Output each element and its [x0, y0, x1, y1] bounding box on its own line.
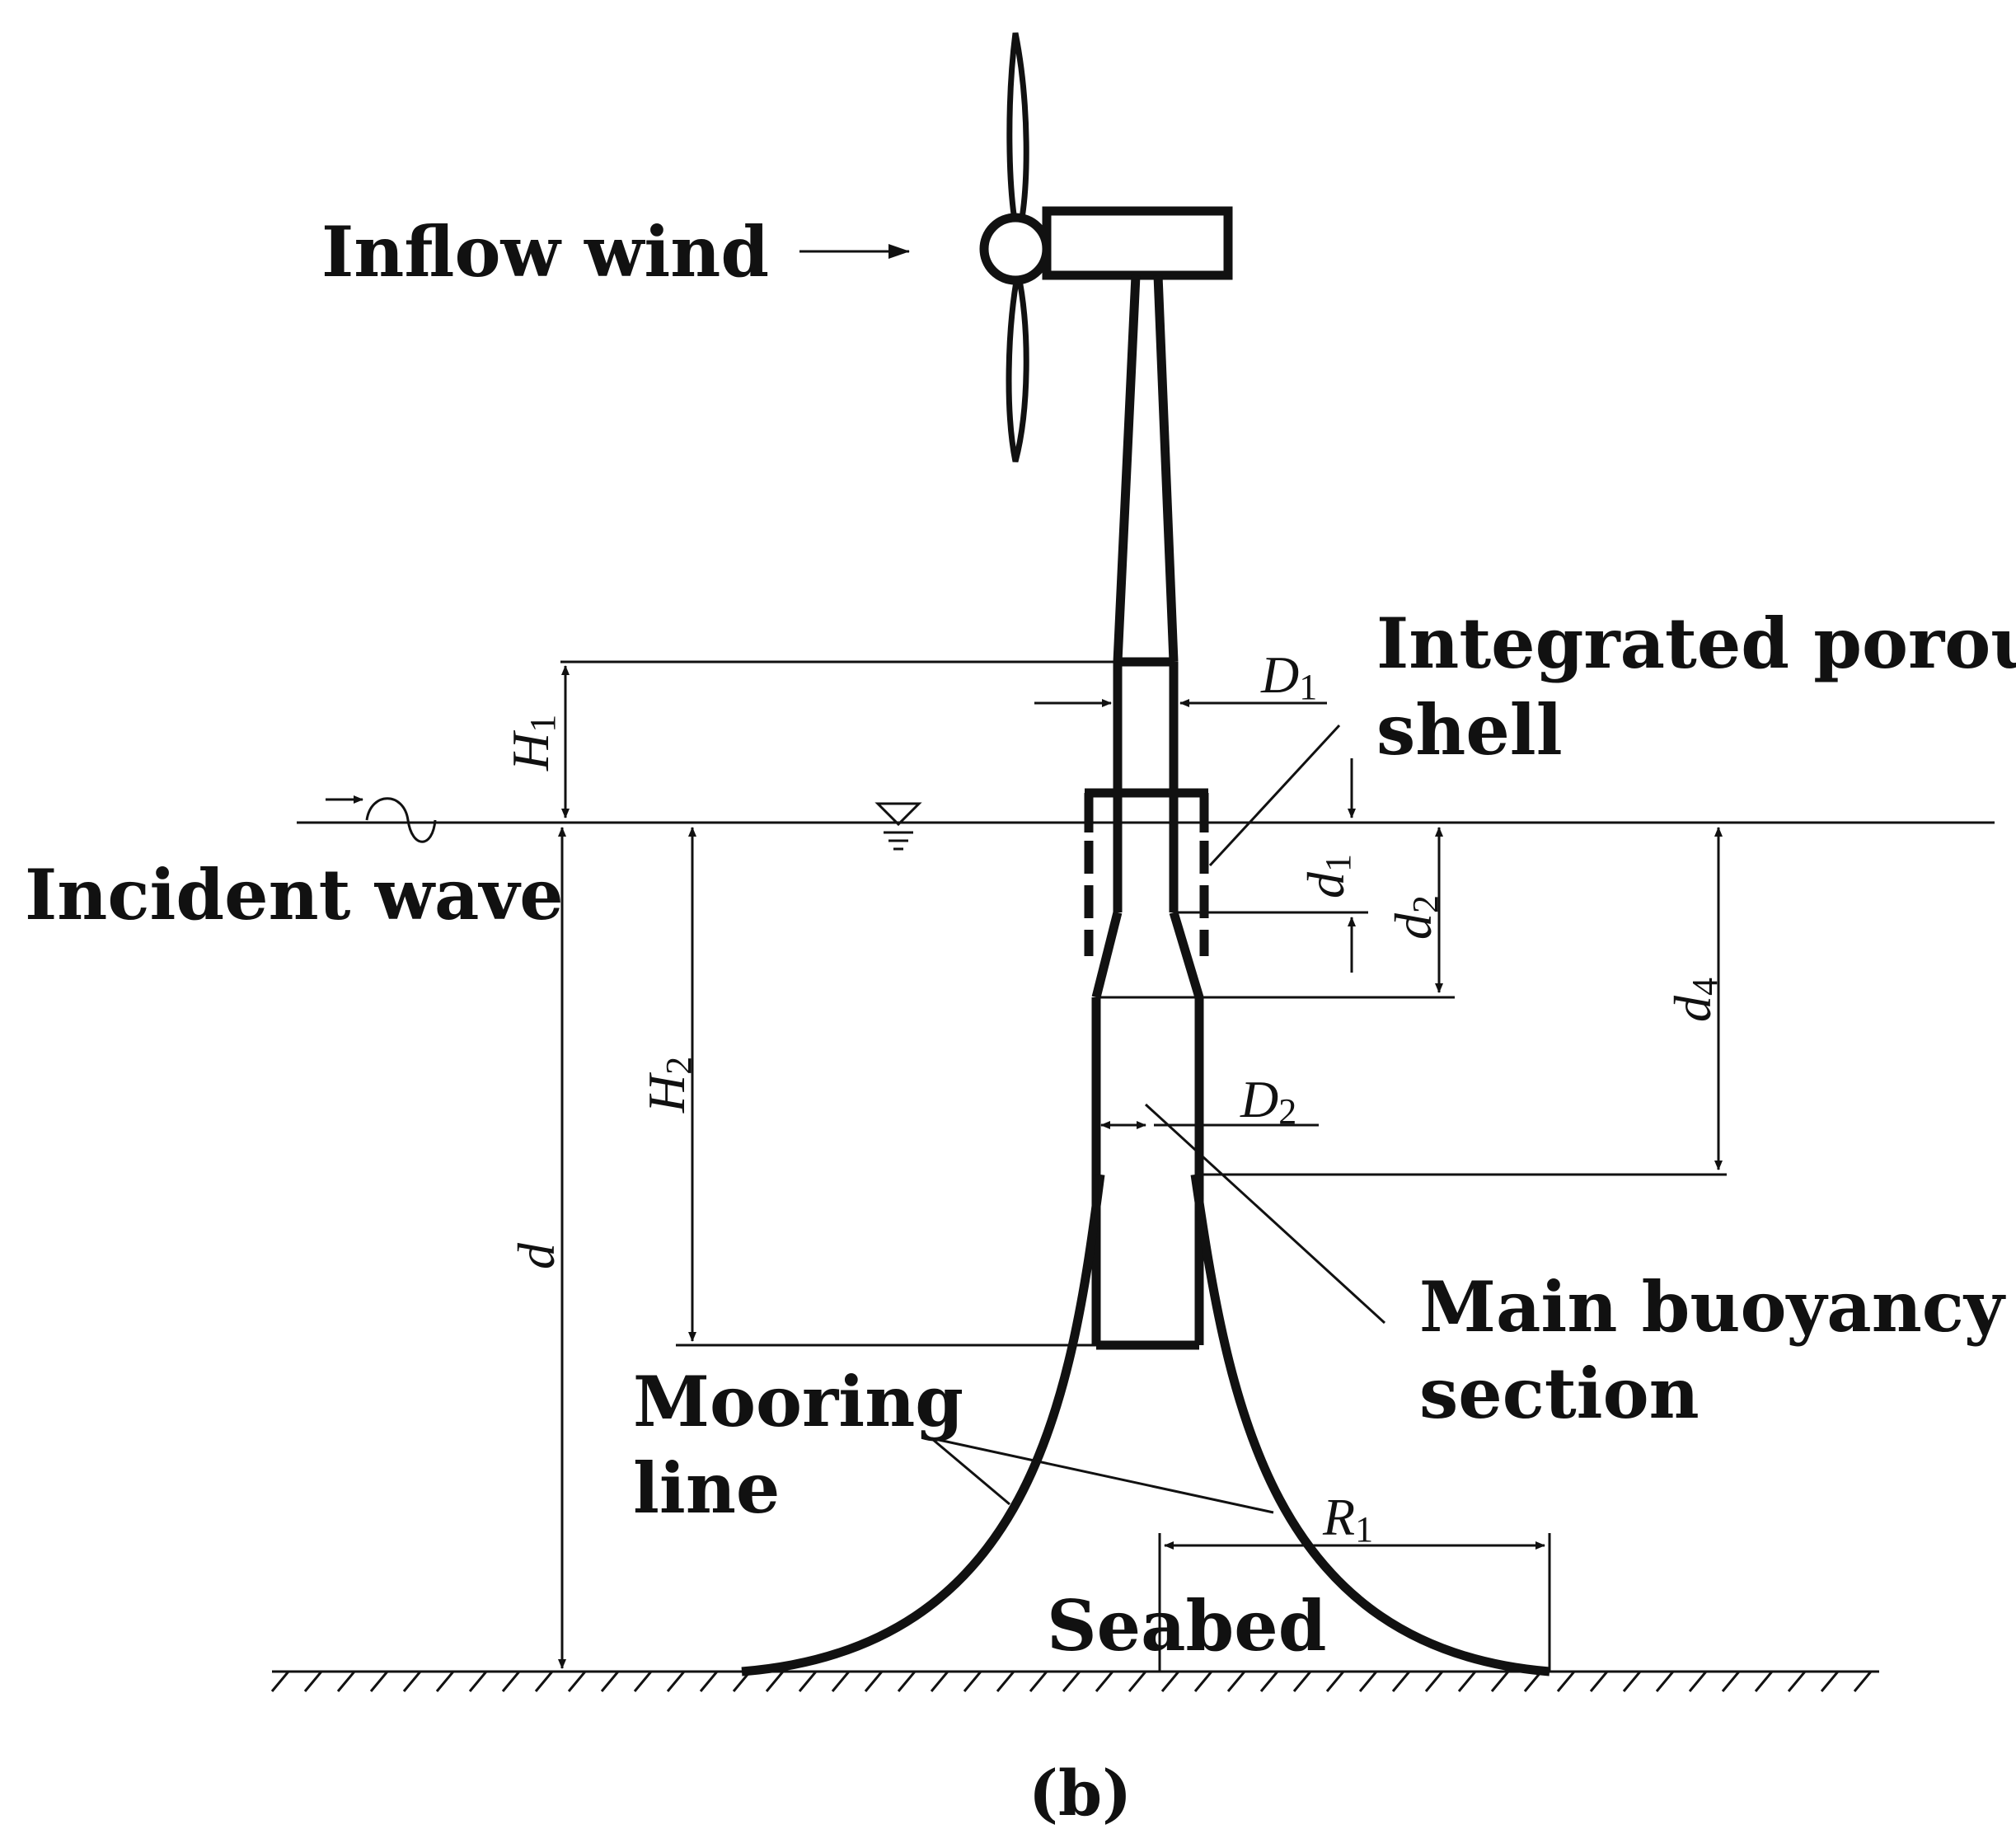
dim-d1	[1174, 758, 1368, 973]
tower	[1091, 274, 1204, 999]
nacelle	[1042, 206, 1233, 280]
sym-d1: d1	[1296, 854, 1358, 898]
integrated-porous-shell	[1084, 788, 1209, 956]
wave-arrow-icon	[326, 795, 437, 843]
label-porous-shell-2: shell	[1376, 689, 1563, 771]
leader-mooring-line	[931, 1437, 1274, 1514]
dim-d4	[1199, 827, 1727, 1176]
dim-H2	[676, 827, 1096, 1347]
leader-main-buoyancy	[1144, 1103, 1386, 1325]
label-seabed: Seabed	[1047, 1585, 1326, 1667]
leader-porous-shell	[1208, 724, 1341, 867]
main-buoyancy-section	[1091, 996, 1204, 1350]
sym-H1: H1	[501, 715, 563, 771]
mooring-lines	[741, 1174, 1550, 1677]
sym-R1: R1	[1322, 1488, 1373, 1550]
label-mooring-1: Mooring	[633, 1361, 963, 1442]
label-mooring-2: line	[633, 1447, 780, 1529]
panel-label: (b)	[1029, 1756, 1132, 1830]
sym-D1: D1	[1260, 645, 1317, 707]
dim-R1	[1158, 1533, 1551, 1672]
label-porous-shell-1: Integrated porous	[1376, 603, 2016, 684]
dim-H1	[560, 660, 1118, 818]
rotor-hub	[979, 213, 1052, 285]
sym-H2: H2	[637, 1057, 699, 1114]
dim-d2	[1199, 827, 1455, 999]
label-main-buoyancy-2: section	[1419, 1353, 1700, 1434]
sym-d: d	[507, 1242, 565, 1269]
water-level-icon	[874, 802, 922, 851]
label-main-buoyancy-1: Main buoyancy	[1419, 1266, 2006, 1348]
label-inflow-wind: Inflow wind	[321, 211, 769, 293]
sym-d4: d4	[1663, 978, 1725, 1022]
sym-d2: d2	[1384, 895, 1446, 940]
label-incident-wave: Incident wave	[25, 854, 564, 936]
seabed-hatch-icon	[270, 1670, 1879, 1692]
sym-D2: D2	[1240, 1070, 1296, 1132]
